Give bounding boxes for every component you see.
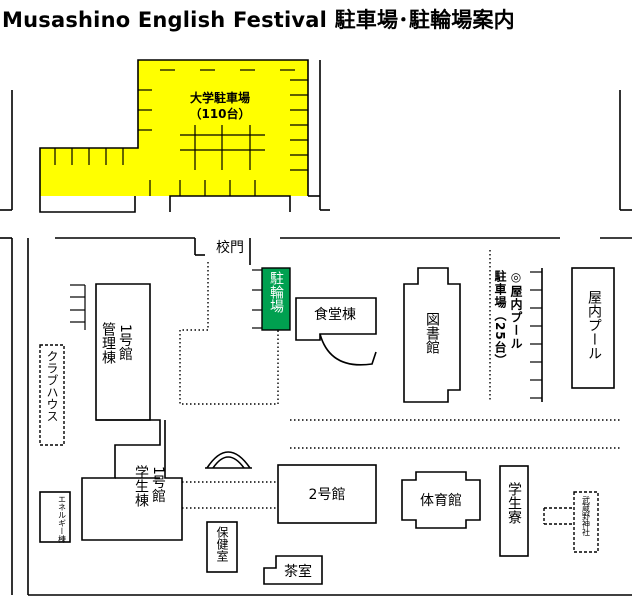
shrine: 武蔵野神社 [543, 491, 599, 553]
admin-building-no: 1号館 [117, 324, 133, 361]
bicycle-label: 駐輪場 [268, 271, 284, 313]
top-roads [0, 60, 632, 211]
admin-building-label: 管理棟 [100, 322, 116, 364]
tea-room-label: 茶室 [284, 563, 312, 580]
health-room-label: 保健室 [215, 526, 229, 562]
dorm-label: 学生寮 [506, 482, 522, 524]
shrine-label: 武蔵野神社 [582, 495, 591, 537]
parking-area [40, 60, 308, 196]
pool-parking: ◎屋内プール 駐車場（25台） [493, 268, 543, 402]
tea-room: 茶室 [263, 555, 323, 585]
library-building: 図書館 [403, 267, 461, 403]
dotted-paths [150, 250, 620, 509]
indoor-pool-label: 屋内プール [586, 290, 602, 360]
gym-label: 体育館 [420, 492, 462, 509]
club-house-label: クラブハウス [45, 350, 59, 422]
cafeteria-building: 食堂棟 [295, 297, 377, 366]
club-house: クラブハウス [39, 344, 65, 446]
campus-roads [0, 237, 632, 596]
univ-parking-count: （110台） [189, 106, 250, 121]
gate-label: 校門 [216, 239, 244, 256]
arch-walkway [205, 451, 252, 469]
student-building-no: 1号館 [150, 466, 166, 503]
parking-stalls [54, 69, 308, 196]
energy-building: エネルギー棟 [39, 491, 71, 544]
admin-building: 管理棟 1号館 [95, 283, 151, 421]
pool-parking-label: 駐車場（25台） [493, 269, 507, 367]
univ-parking-label: 大学駐車場 [190, 90, 250, 105]
page-title: Musashino English Festival 駐車場･駐輪場案内 [2, 8, 515, 32]
indoor-pool-building: 屋内プール [571, 267, 615, 389]
gym-building: 体育館 [401, 471, 481, 529]
library-label: 図書館 [424, 312, 440, 354]
health-room: 保健室 [206, 521, 238, 573]
building-2: 2号館 [277, 464, 377, 524]
bicycle-parking [261, 267, 291, 331]
dorm-building: 学生寮 [499, 465, 529, 557]
building-2-label: 2号館 [309, 486, 346, 503]
student-building: 学生棟 1号館 [81, 419, 183, 541]
cafeteria-label: 食堂棟 [314, 306, 356, 323]
pool-parking-hint: ◎屋内プール [509, 270, 523, 350]
student-building-label: 学生棟 [133, 465, 149, 507]
university-parking-lot: 大学駐車場 （110台） [39, 59, 320, 213]
energy-label: エネルギー棟 [58, 495, 67, 544]
